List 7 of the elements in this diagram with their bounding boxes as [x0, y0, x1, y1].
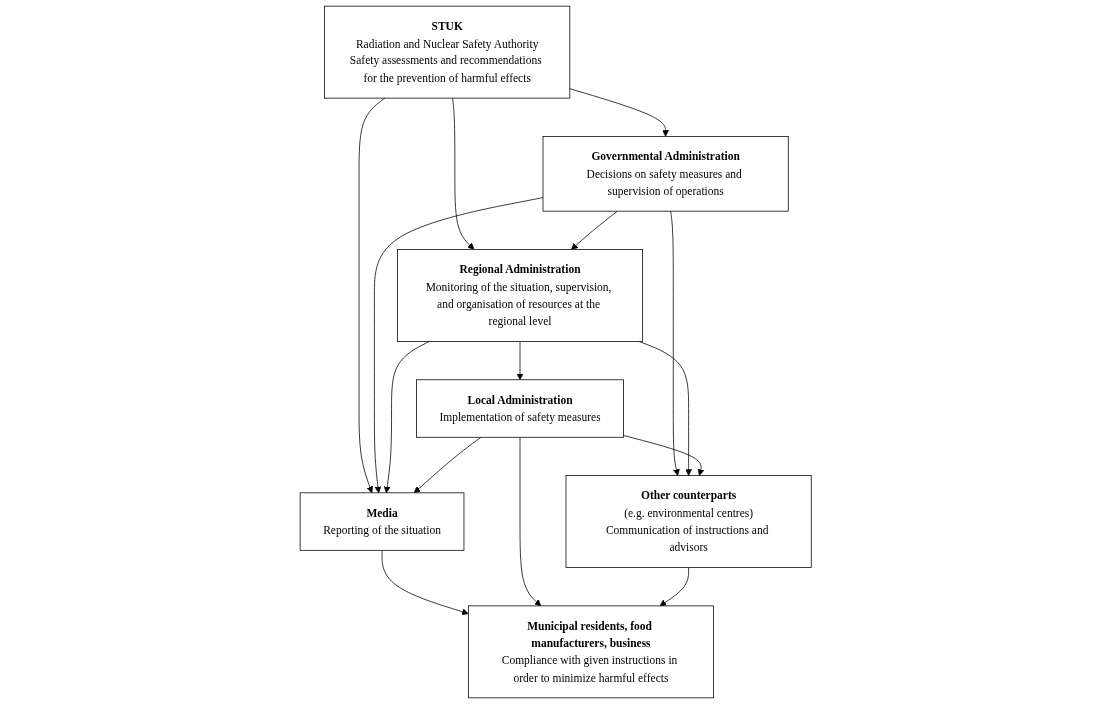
node-box: Regional Administration Monitoring of the situation, supervision, and organisation of resources at the regional level [397, 249, 644, 342]
node-box: Local Administration Implementation of safety measures [416, 379, 625, 438]
node-box: Governmental Administration Decisions on safety measures and supervision of operations [542, 136, 789, 212]
node-box: Municipal residents, food manufacturers, business Compliance with given instructions in order to minimize harmful effects [468, 605, 715, 699]
node-box: STUK Radiation and Nuclear Safety Authority Safety assessments and recommendations for the prevention of harmful effects [324, 5, 571, 99]
node-box: Media Reporting of the situation [300, 492, 465, 551]
node-box: Other counterparts (e.g. environmental centres) Communication of instructions and advisors [565, 475, 812, 568]
